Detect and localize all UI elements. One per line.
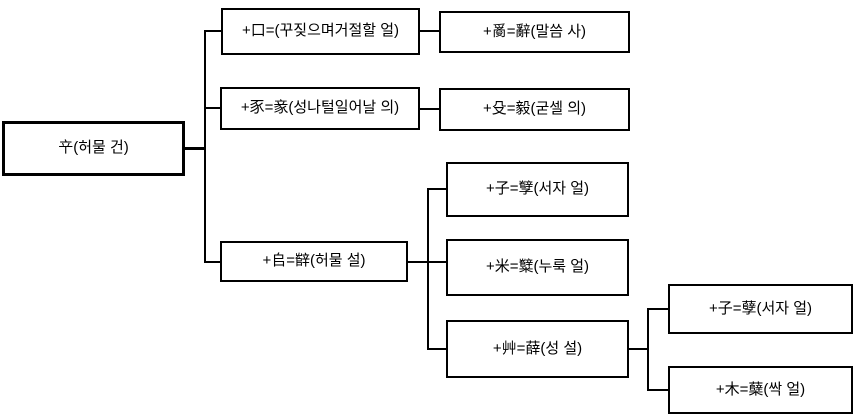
connector-trunk3-plus-mok: [649, 389, 668, 391]
connector-trunk1-plus-toe: [206, 261, 220, 263]
connector-trunk1: [204, 30, 206, 263]
node-root-label: 䇂(허물 건): [58, 138, 129, 158]
connector-plus-gu-plus-ran: [420, 30, 439, 32]
connector-plus-toe-trunk2: [408, 261, 428, 263]
node-plus-cho-label: +艸=薛(성 설): [493, 339, 582, 359]
connector-trunk3: [647, 308, 649, 391]
node-plus-ran: +𤔔=辭(말씀 사): [439, 11, 630, 53]
node-plus-mok-label: +木=蘖(싹 얼): [716, 380, 805, 400]
node-plus-mi-label: +米=糱(누룩 얼): [486, 257, 589, 277]
connector-trunk1-plus-gu: [206, 30, 221, 32]
connector-trunk2-plus-mi: [429, 261, 446, 263]
connector-trunk3-plus-ja-2: [649, 308, 668, 310]
connector-trunk2-plus-ja-1: [429, 188, 446, 190]
connector-trunk2: [427, 188, 429, 350]
node-plus-si-label: +豕=豙(성나털일어날 의): [241, 98, 399, 118]
node-plus-su: +殳=毅(굳셀 의): [439, 88, 630, 131]
node-plus-toe-label: +𠂤=辥(허물 설): [262, 251, 365, 271]
node-plus-mi: +米=糱(누룩 얼): [446, 239, 629, 296]
node-plus-su-label: +殳=毅(굳셀 의): [483, 99, 586, 119]
connector-trunk2-plus-cho: [429, 348, 446, 350]
node-plus-mok: +木=蘖(싹 얼): [668, 366, 853, 414]
node-plus-ja-2-label: +子=孽(서자 얼): [709, 299, 812, 319]
node-plus-ran-label: +𤔔=辭(말씀 사): [483, 22, 586, 42]
node-plus-cho: +艸=薛(성 설): [446, 320, 629, 378]
node-root: 䇂(허물 건): [2, 121, 185, 176]
node-plus-toe: +𠂤=辥(허물 설): [220, 241, 408, 282]
node-plus-si: +豕=豙(성나털일어날 의): [220, 87, 420, 130]
node-plus-ja-1-label: +子=孼(서자 얼): [486, 179, 589, 199]
connector-plus-cho-trunk3: [629, 348, 648, 350]
node-plus-gu: +口=𠶷(꾸짖으며거절할 얼): [221, 8, 420, 55]
node-plus-ja-2: +子=孽(서자 얼): [668, 284, 853, 334]
node-plus-ja-1: +子=孼(서자 얼): [446, 162, 629, 217]
connector-root-trunk1: [185, 147, 205, 150]
node-plus-gu-label: +口=𠶷(꾸짖으며거절할 얼): [242, 21, 399, 41]
connector-plus-si-plus-su: [420, 108, 439, 110]
connector-trunk1-plus-si: [206, 107, 220, 109]
